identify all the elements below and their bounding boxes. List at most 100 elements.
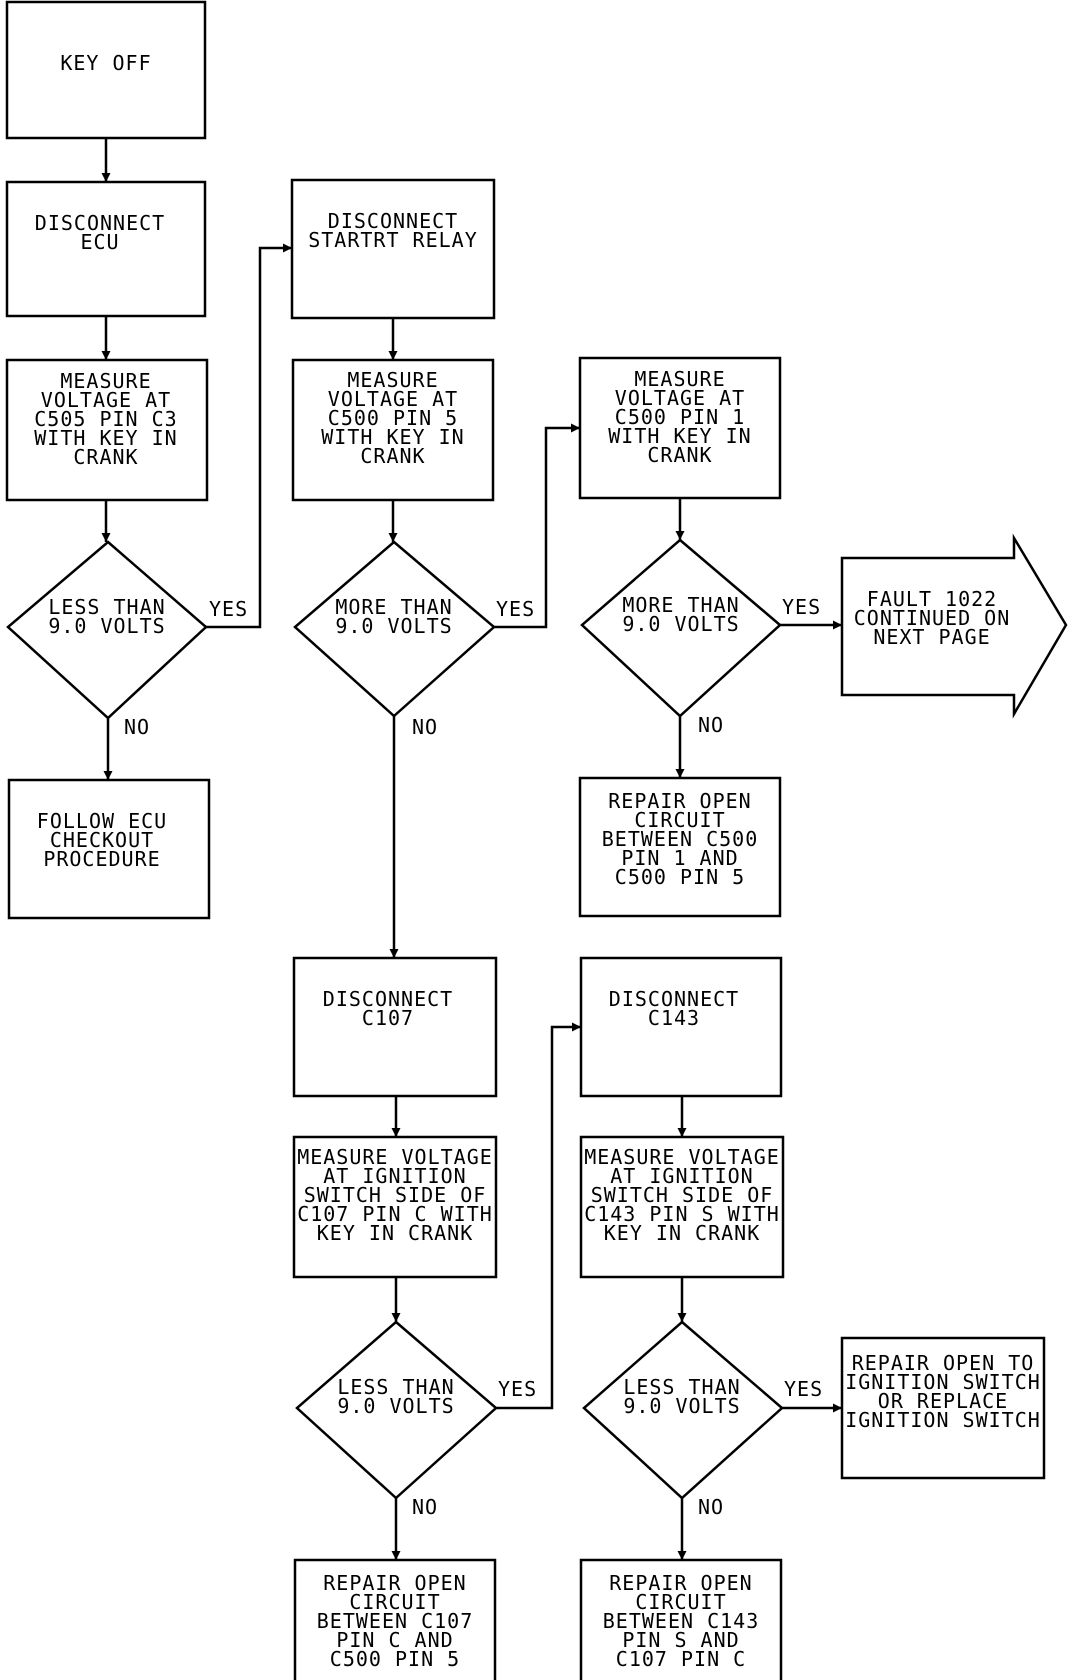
label-line: DISCONNECT (328, 209, 458, 233)
repair-c500-box (578, 776, 782, 918)
label-line: MEASURE (634, 367, 725, 391)
repair-c107-box (293, 1558, 497, 1680)
label-line: DISCONNECT (35, 211, 165, 235)
label-line: 9.0 VOLTS (337, 1394, 454, 1418)
label-line: SWITCH SIDE OF (304, 1183, 487, 1207)
measure-c143-box (579, 1135, 785, 1279)
yes-label-1: YES (209, 597, 248, 621)
measure-c500-pin1-box (578, 356, 782, 500)
no-label-4: NO (412, 1495, 438, 1519)
label-line: KEY IN CRANK (604, 1221, 761, 1245)
no-label-1: NO (124, 715, 150, 739)
label-line: C500 PIN 5 (330, 1647, 460, 1671)
label-line: SWITCH SIDE OF (591, 1183, 774, 1207)
label-line: C500 PIN 5 (615, 865, 745, 889)
label-line: CIRCUIT (634, 808, 725, 832)
label-line: CHECKOUT (50, 828, 154, 852)
label-line: REPAIR OPEN (609, 1571, 752, 1595)
label-line: CRANK (647, 443, 712, 467)
label-line: C143 PIN S WITH (584, 1202, 780, 1226)
label-line: CRANK (360, 444, 425, 468)
label-line: C143 (648, 1006, 700, 1030)
label-line: AT IGNITION (323, 1164, 466, 1188)
no-label-3: NO (698, 713, 724, 737)
label-line: BETWEEN C143 (603, 1609, 760, 1633)
label-line: LESS THAN (623, 1375, 740, 1399)
label-line: C107 (362, 1006, 414, 1030)
label-line: BETWEEN C107 (317, 1609, 474, 1633)
label-line: VOLTAGE AT (328, 387, 458, 411)
disconnect-c107-box (292, 956, 498, 1098)
label-line: REPAIR OPEN TO (852, 1351, 1035, 1375)
measure-c107-box (292, 1135, 498, 1279)
label-line: 9.0 VOLTS (623, 1394, 740, 1418)
label-line: MEASURE (60, 369, 151, 393)
label-line: WITH KEY IN (34, 426, 177, 450)
label-line: NEXT PAGE (873, 625, 990, 649)
label-line: C500 PIN 1 (615, 405, 745, 429)
follow-ecu-box (7, 778, 211, 920)
fault-continued-arrow (840, 533, 1068, 719)
yes-label-2: YES (496, 597, 535, 621)
label-line: MEASURE (347, 368, 438, 392)
label-line: VOLTAGE AT (41, 388, 171, 412)
label-line: VOLTAGE AT (615, 386, 745, 410)
arrow-decision-less2-yes (496, 1022, 581, 1410)
label-line: BETWEEN C500 (602, 827, 759, 851)
label-line: C505 PIN C3 (34, 407, 177, 431)
label-line: LESS THAN (337, 1375, 454, 1399)
key-off-box (5, 0, 207, 140)
label-line: CIRCUIT (635, 1590, 726, 1614)
label-line: PROCEDURE (43, 847, 160, 871)
label-line: CIRCUIT (349, 1590, 440, 1614)
label-line: DISCONNECT (323, 987, 453, 1011)
label-line: REPAIR OPEN (323, 1571, 466, 1595)
repair-ignition-box (840, 1336, 1046, 1480)
label-line: REPAIR OPEN (608, 789, 751, 813)
label-line: IGNITION SWITCH (845, 1370, 1041, 1394)
label-line: OR REPLACE (878, 1389, 1008, 1413)
label-line: STARTRT RELAY (308, 228, 478, 252)
arrow-decision1-yes (206, 243, 292, 629)
label-line: DISCONNECT (609, 987, 739, 1011)
label-line: MORE THAN (622, 593, 739, 617)
no-label-5: NO (698, 1495, 724, 1519)
key-off-text: KEY OFF (60, 51, 151, 75)
yes-label-5: YES (784, 1377, 823, 1401)
label-line: PIN 1 AND (621, 846, 738, 870)
label-line: 9.0 VOLTS (48, 614, 165, 638)
yes-label-4: YES (498, 1377, 537, 1401)
label-line: FOLLOW ECU (37, 809, 167, 833)
label-line: FAULT 1022 (867, 587, 997, 611)
label-line: MEASURE VOLTAGE (584, 1145, 780, 1169)
no-label-2: NO (412, 715, 438, 739)
label-line: AT IGNITION (610, 1164, 753, 1188)
measure-c505-box (5, 358, 209, 502)
label-line: IGNITION SWITCH (845, 1408, 1041, 1432)
disconnect-c143-box (579, 956, 783, 1098)
label-line: CRANK (73, 445, 138, 469)
label-line: KEY IN CRANK (317, 1221, 474, 1245)
label-line: C500 PIN 5 (328, 406, 458, 430)
label-line: PIN C AND (336, 1628, 453, 1652)
label-line: MEASURE VOLTAGE (297, 1145, 493, 1169)
